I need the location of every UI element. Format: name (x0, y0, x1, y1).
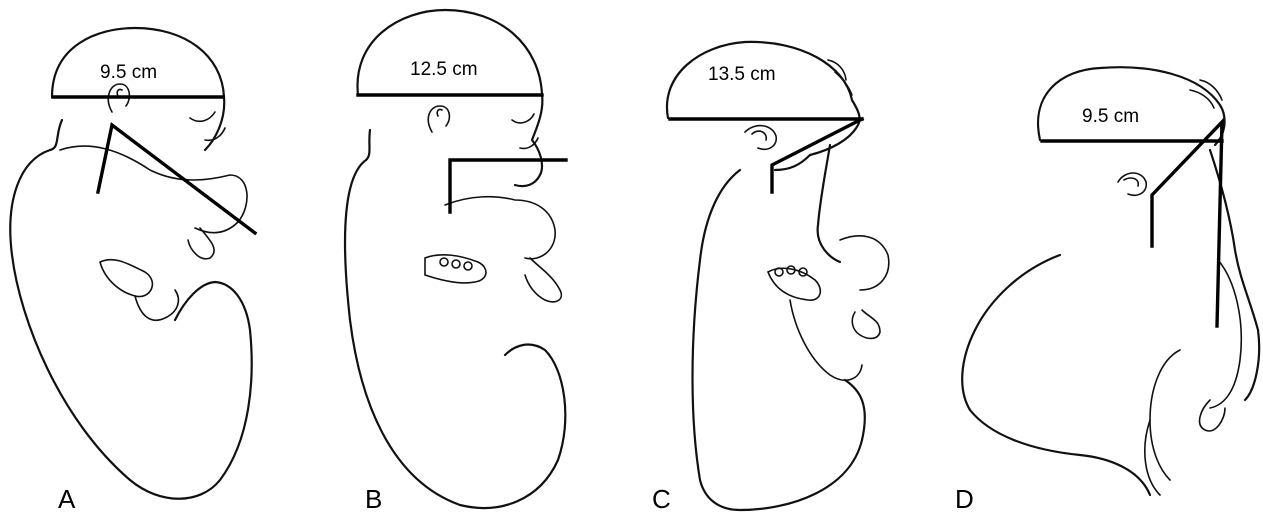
fetus-d-body-outline (962, 255, 1150, 495)
fetus-b-arm (445, 197, 555, 259)
panel-d-letter: D (955, 484, 974, 514)
panel-c-letter: C (652, 484, 671, 514)
fetus-b-angle-line (450, 160, 566, 212)
panel-a-measurement: 9.5 cm (100, 62, 157, 83)
fetus-b-hand (525, 258, 561, 302)
fetus-d-hand (1200, 400, 1225, 431)
fetus-b-toes (440, 258, 472, 270)
fetus-a-foot (100, 260, 152, 297)
fetus-c-body-outline (693, 170, 865, 510)
panel-a-letter: A (58, 484, 76, 514)
fetus-c-leg (790, 300, 862, 380)
fetus-a-head-outline (52, 28, 224, 150)
panel-b-measurement: 12.5 cm (410, 59, 478, 80)
fetus-c-ear (745, 126, 776, 150)
fetus-c-arm (840, 236, 889, 290)
panel-d (962, 67, 1259, 495)
fetus-b-face (512, 114, 538, 148)
panel-c (667, 42, 889, 510)
fetus-a-arm (60, 146, 247, 233)
fetus-c-neck-back (818, 145, 840, 262)
fetus-a-body-outline (10, 120, 251, 499)
fetus-c-hand (852, 310, 880, 338)
panel-b (345, 10, 566, 508)
panel-d-measurement: 9.5 cm (1082, 106, 1139, 127)
fetus-b-ear (428, 106, 449, 132)
panel-c-measurement: 13.5 cm (708, 64, 776, 85)
fetus-b-body-outline (345, 130, 565, 508)
fetus-c-toes (775, 266, 807, 276)
fetus-d-ear (1118, 173, 1146, 195)
fetus-d-foot (1145, 420, 1160, 495)
fetus-d-leg (1150, 350, 1180, 480)
panel-a (10, 28, 255, 499)
fetus-d-arm (1210, 260, 1241, 408)
fetus-a-leg (135, 290, 178, 320)
fetus-b-foot (425, 255, 486, 283)
fetus-c-angle-line (772, 119, 862, 192)
panel-b-letter: B (365, 484, 382, 514)
